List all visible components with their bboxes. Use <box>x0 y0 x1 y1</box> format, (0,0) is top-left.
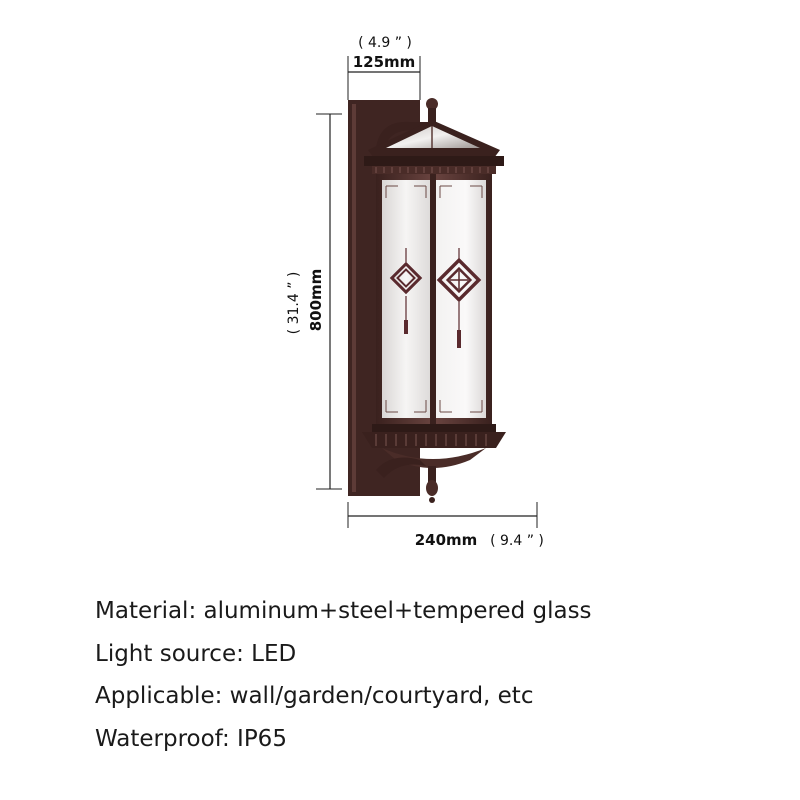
top-finial <box>426 98 438 110</box>
bottom-arm <box>376 457 426 478</box>
spec-waterproof: Waterproof: IP65 <box>95 726 287 752</box>
corner-ornaments <box>385 185 483 413</box>
bottom-finial <box>426 480 438 496</box>
width-inches-label: ( 4.9 ” ) <box>358 35 412 51</box>
depth-dimension: 240mm ( 9.4 ” ) <box>347 502 544 549</box>
spec-waterproof-label: Waterproof: <box>95 726 230 752</box>
height-dimension: ( 31.4 ” ) 800mm <box>286 113 342 490</box>
spec-material-value: aluminum+steel+tempered glass <box>203 598 592 624</box>
depth-mm-label: 240mm <box>415 531 478 549</box>
base-band <box>372 424 496 432</box>
width-dimension: ( 4.9 ” ) 125mm <box>347 35 421 100</box>
spec-applicable: Applicable: wall/garden/courtyard, etc <box>95 683 533 709</box>
chinese-knot-right <box>436 248 482 348</box>
spec-material: Material: aluminum+steel+tempered glass <box>95 598 592 624</box>
depth-inches-label: ( 9.4 ” ) <box>490 533 544 549</box>
spec-light-source-label: Light source: <box>95 641 244 667</box>
spec-material-label: Material: <box>95 598 197 624</box>
spec-light-source-value: LED <box>251 641 297 667</box>
base-skirt <box>362 432 506 448</box>
width-mm-label: 125mm <box>353 53 416 71</box>
spec-applicable-value: wall/garden/courtyard, etc <box>229 683 534 709</box>
spec-applicable-label: Applicable: <box>95 683 223 709</box>
height-inches-label: ( 31.4 ” ) <box>286 272 302 335</box>
wall-lamp-illustration <box>348 98 506 503</box>
spec-light-source: Light source: LED <box>95 641 296 667</box>
chinese-knot-left <box>389 248 423 334</box>
height-mm-label: 800mm <box>307 269 325 332</box>
roof-band <box>364 156 504 166</box>
solar-panel <box>386 126 480 148</box>
spec-waterproof-value: IP65 <box>237 726 287 752</box>
